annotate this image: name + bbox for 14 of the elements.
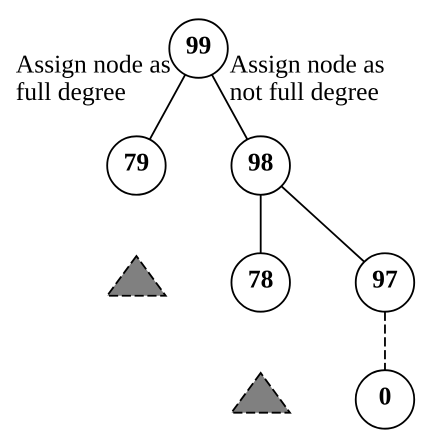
node-triangle bbox=[230, 370, 292, 414]
edge-label: Assign node as not full degree bbox=[230, 49, 385, 106]
connector bbox=[211, 74, 248, 140]
connector bbox=[149, 74, 186, 140]
connector bbox=[384, 311, 386, 370]
node-circle: 78 bbox=[230, 252, 291, 312]
node-circle: 98 bbox=[230, 134, 291, 196]
node-triangle bbox=[105, 254, 168, 296]
edge-label: Assign node as full degree bbox=[16, 49, 171, 106]
node-circle: 97 bbox=[354, 252, 416, 312]
node-circle: 0 bbox=[354, 368, 416, 430]
connector bbox=[281, 185, 365, 262]
connector bbox=[260, 194, 262, 252]
node-circle: 79 bbox=[106, 134, 167, 196]
